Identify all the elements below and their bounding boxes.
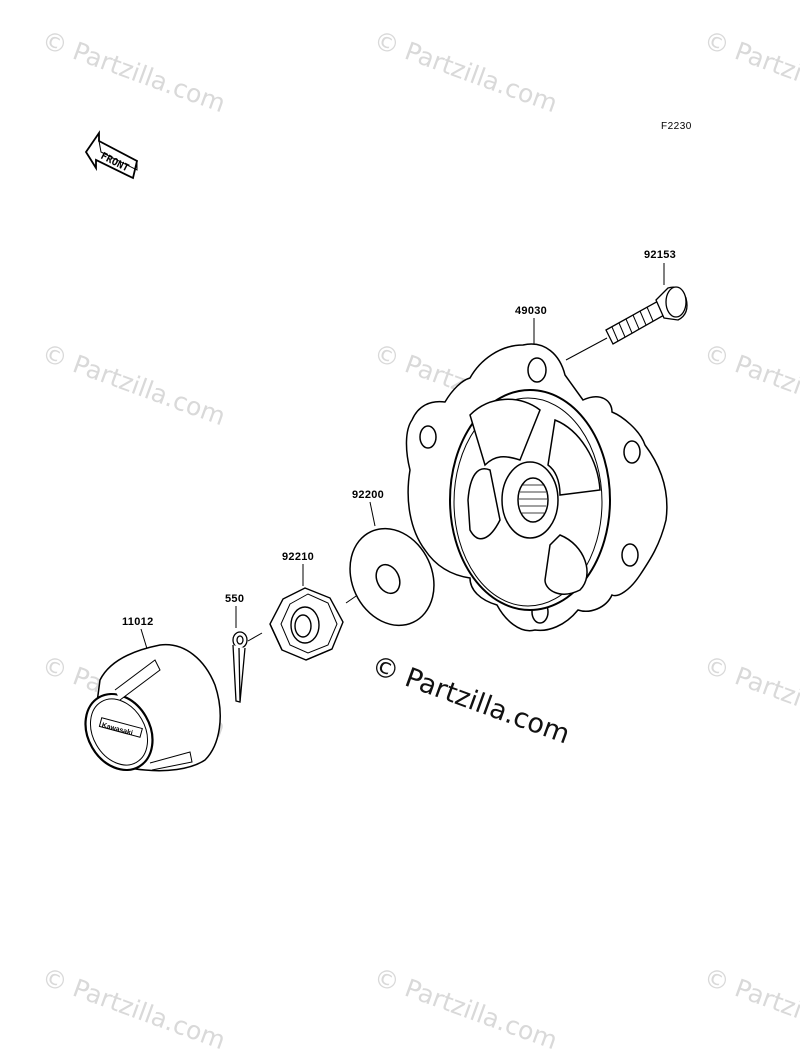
figure-code: F2230 (661, 121, 692, 132)
washer-icon (349, 527, 435, 627)
hub-cap-icon: Kawasaki (84, 644, 221, 772)
wheel-stud-icon (605, 286, 688, 345)
hub-nut-icon (269, 587, 344, 661)
part-label-49030[interactable]: 49030 (515, 305, 548, 317)
part-label-92153[interactable]: 92153 (644, 249, 677, 261)
wheel-hub-icon (405, 343, 668, 632)
part-label-550[interactable]: 550 (225, 593, 245, 605)
front-arrow-icon: FRONT (84, 130, 139, 180)
part-label-11012[interactable]: 11012 (122, 616, 154, 628)
cotter-pin-icon (232, 631, 248, 703)
part-label-92200[interactable]: 92200 (352, 489, 385, 501)
part-label-92210[interactable]: 92210 (282, 551, 315, 563)
